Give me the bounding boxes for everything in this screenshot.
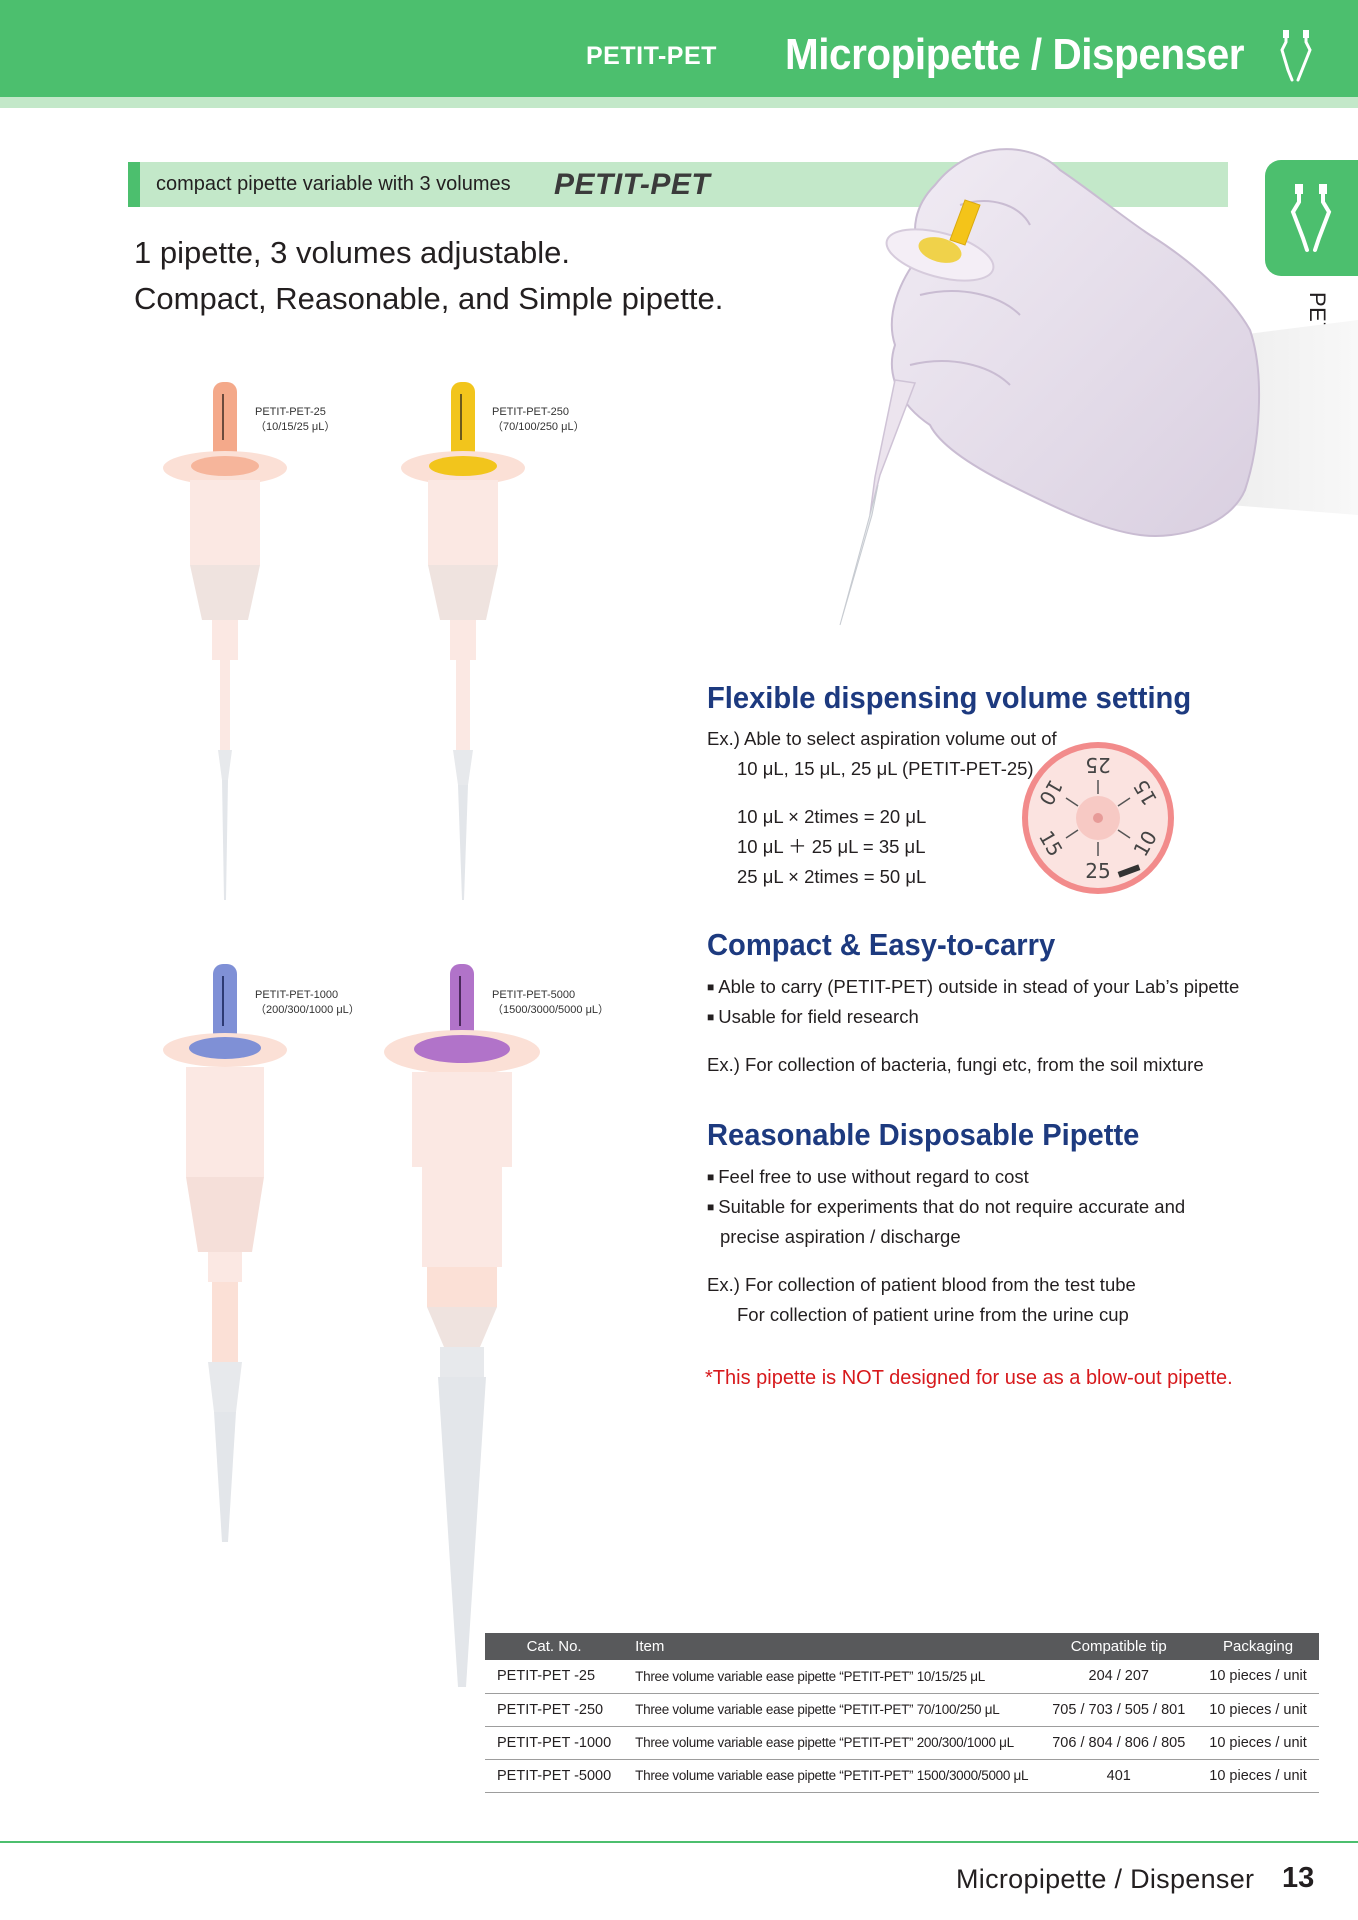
pipette-icon <box>1290 184 1332 252</box>
bullet-item: Able to carry (PETIT-PET) outside in ste… <box>707 972 1239 1002</box>
product-label-1000: PETIT-PET-1000 （200/300/1000 μL） <box>255 988 360 1018</box>
bullet-item: Suitable for experiments that do not req… <box>707 1192 1185 1222</box>
column-header: Compatible tip <box>1040 1633 1198 1660</box>
product-name: PETIT-PET-250 <box>492 406 570 418</box>
bullet-item-continued: precise aspiration / discharge <box>720 1226 961 1247</box>
table-row: PETIT-PET -1000 Three volume variable ea… <box>485 1726 1319 1760</box>
headline: 1 pipette, 3 volumes adjustable. Compact… <box>134 230 723 322</box>
cat-no: PETIT-PET -250 <box>485 1693 624 1727</box>
product-label-5000: PETIT-PET-5000 （1500/3000/5000 μL） <box>492 988 609 1018</box>
footer-divider <box>0 1841 1358 1843</box>
body-line: 10 μL, 15 μL, 25 μL (PETIT-PET-25) <box>737 758 1034 779</box>
side-tab[interactable] <box>1265 160 1358 276</box>
compatible-tip: 204 / 207 <box>1040 1660 1198 1694</box>
table-header-row: Cat. No. Item Compatible tip Packaging <box>485 1633 1319 1660</box>
packaging: 10 pieces / unit <box>1197 1660 1319 1694</box>
body-line: For collection of patient urine from the… <box>737 1304 1129 1325</box>
column-header: Item <box>623 1633 1041 1660</box>
calc-line: 25 μL × 2times = 50 μL <box>737 866 927 887</box>
calc-line: 10 μL ＋ 25 μL = 35 μL <box>737 836 926 857</box>
header-subtitle: PETIT-PET <box>586 42 717 70</box>
product-volumes: （10/15/25 μL） <box>255 421 336 433</box>
product-volumes: （200/300/1000 μL） <box>255 1004 360 1016</box>
compatible-tip: 401 <box>1040 1759 1198 1793</box>
column-header: Packaging <box>1197 1633 1319 1660</box>
body-line: Ex.) Able to select aspiration volume ou… <box>707 728 1057 749</box>
pipette-image-1000 <box>163 964 287 1542</box>
product-name: PETIT-PET-25 <box>255 406 326 418</box>
page-number: 13 <box>1282 1862 1315 1894</box>
footer-title: Micropipette / Dispenser <box>956 1864 1255 1894</box>
item-description: Three volume variable ease pipette “PETI… <box>623 1693 1041 1727</box>
section-title-flexible: Flexible dispensing volume setting <box>707 680 1192 715</box>
cat-no: PETIT-PET -25 <box>485 1660 624 1694</box>
pipette-icon <box>1280 30 1312 82</box>
packaging: 10 pieces / unit <box>1197 1759 1319 1793</box>
pipette-image-25 <box>163 382 287 900</box>
compatible-tip: 705 / 703 / 505 / 801 <box>1040 1693 1198 1727</box>
product-label-25: PETIT-PET-25 （10/15/25 μL） <box>255 405 335 435</box>
product-volumes: （70/100/250 μL） <box>492 421 585 433</box>
dial-label: 25 <box>1085 753 1110 777</box>
column-header: Cat. No. <box>485 1633 624 1660</box>
banner-text: compact pipette variable with 3 volumes <box>156 173 511 195</box>
table-row: PETIT-PET -250 Three volume variable eas… <box>485 1693 1319 1727</box>
product-volumes: （1500/3000/5000 μL） <box>492 1004 610 1016</box>
header-strip <box>0 97 1358 108</box>
reasonable-body: Feel free to use without regard to cost … <box>707 1162 1185 1330</box>
body-line: Ex.) For collection of patient blood fro… <box>707 1274 1136 1295</box>
compatible-tip: 706 / 804 / 806 / 805 <box>1040 1726 1198 1760</box>
pipette-image-250 <box>401 382 525 900</box>
section-title-compact: Compact & Easy-to-carry <box>707 927 1056 962</box>
product-label-250: PETIT-PET-250 （70/100/250 μL） <box>492 405 585 435</box>
headline-line: Compact, Reasonable, and Simple pipette. <box>134 281 724 316</box>
dial-label: 25 <box>1085 859 1110 883</box>
flexible-body: Ex.) Able to select aspiration volume ou… <box>707 724 1057 892</box>
spec-table: Cat. No. Item Compatible tip Packaging P… <box>485 1633 1319 1793</box>
cat-no: PETIT-PET -1000 <box>485 1726 624 1760</box>
header-bar <box>0 0 1358 97</box>
packaging: 10 pieces / unit <box>1197 1726 1319 1760</box>
product-name: PETIT-PET-5000 <box>492 989 576 1001</box>
item-description: Three volume variable ease pipette “PETI… <box>623 1726 1041 1760</box>
packaging: 10 pieces / unit <box>1197 1693 1319 1727</box>
cat-no: PETIT-PET -5000 <box>485 1759 624 1793</box>
banner-product-name: PETIT-PET <box>554 168 711 201</box>
product-name: PETIT-PET-1000 <box>255 989 339 1001</box>
warning-note: *This pipette is NOT designed for use as… <box>705 1367 1233 1389</box>
item-description: Three volume variable ease pipette “PETI… <box>623 1759 1041 1793</box>
table-row: PETIT-PET -25 Three volume variable ease… <box>485 1660 1319 1694</box>
bullet-item: Feel free to use without regard to cost <box>707 1162 1185 1192</box>
bullet-item: Usable for field research <box>707 1002 1239 1032</box>
banner-accent <box>128 162 140 207</box>
gloved-hand-image <box>839 148 1358 626</box>
item-description: Three volume variable ease pipette “PETI… <box>623 1660 1041 1694</box>
body-line: Ex.) For collection of bacteria, fungi e… <box>707 1054 1204 1075</box>
headline-line: 1 pipette, 3 volumes adjustable. <box>134 235 570 270</box>
table-row: PETIT-PET -5000 Three volume variable ea… <box>485 1759 1319 1793</box>
page-title: Micropipette / Dispenser <box>785 30 1245 79</box>
section-title-reasonable: Reasonable Disposable Pipette <box>707 1117 1140 1152</box>
compact-body: Able to carry (PETIT-PET) outside in ste… <box>707 972 1239 1080</box>
volume-dial-image: 25 15 10 25 15 10 <box>1022 742 1174 894</box>
calc-line: 10 μL × 2times = 20 μL <box>737 806 927 827</box>
pipette-image-5000 <box>384 964 540 1687</box>
